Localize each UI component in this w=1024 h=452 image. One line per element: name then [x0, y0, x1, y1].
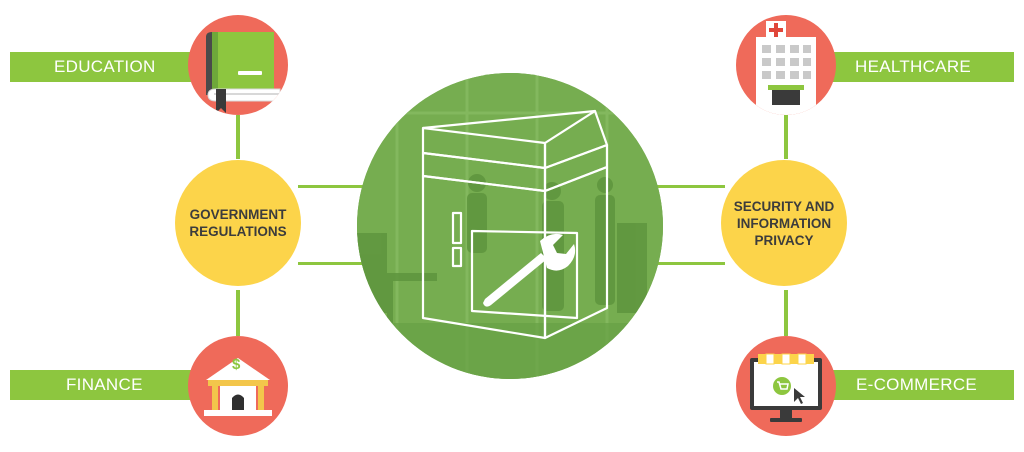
book-icon	[206, 32, 281, 113]
connector-left-hub-center-top	[298, 185, 368, 188]
finance-icon-circle: $	[188, 336, 288, 436]
healthcare-icon-circle	[736, 15, 836, 115]
security-privacy-label: SECURITY AND INFORMATION PRIVACY	[733, 198, 835, 248]
education-icon-circle	[188, 15, 288, 115]
dollar-sign: $	[232, 356, 241, 373]
government-regulations-label: GOVERNMENT REGULATIONS	[189, 207, 287, 239]
ecommerce-icon-circle	[736, 336, 836, 436]
connector-right-hub-center-top	[655, 185, 725, 188]
education-banner: EDUCATION	[10, 52, 200, 82]
connector-right-hub-center-bottom	[655, 262, 725, 265]
government-regulations-hub: GOVERNMENT REGULATIONS	[175, 160, 301, 286]
software-box-wrench-icon	[357, 73, 663, 379]
connector-left-hub-center-bottom	[298, 262, 368, 265]
connector-finance-hub	[236, 290, 240, 336]
ecommerce-label: E-COMMERCE	[856, 375, 978, 394]
bank-icon	[204, 358, 272, 416]
education-label: EDUCATION	[54, 57, 156, 76]
connector-education-hub	[236, 115, 240, 159]
hospital-icon	[756, 21, 816, 115]
finance-banner: FINANCE	[10, 370, 200, 400]
healthcare-label: HEALTHCARE	[855, 57, 972, 76]
center-illustration	[357, 73, 663, 379]
online-shop-icon	[750, 353, 822, 422]
security-privacy-hub: SECURITY AND INFORMATION PRIVACY	[721, 160, 847, 286]
connector-ecommerce-hub	[784, 290, 788, 336]
healthcare-banner: HEALTHCARE	[826, 52, 1014, 82]
finance-label: FINANCE	[66, 375, 143, 394]
connector-healthcare-hub	[784, 115, 788, 159]
ecommerce-banner: E-COMMERCE	[826, 370, 1014, 400]
